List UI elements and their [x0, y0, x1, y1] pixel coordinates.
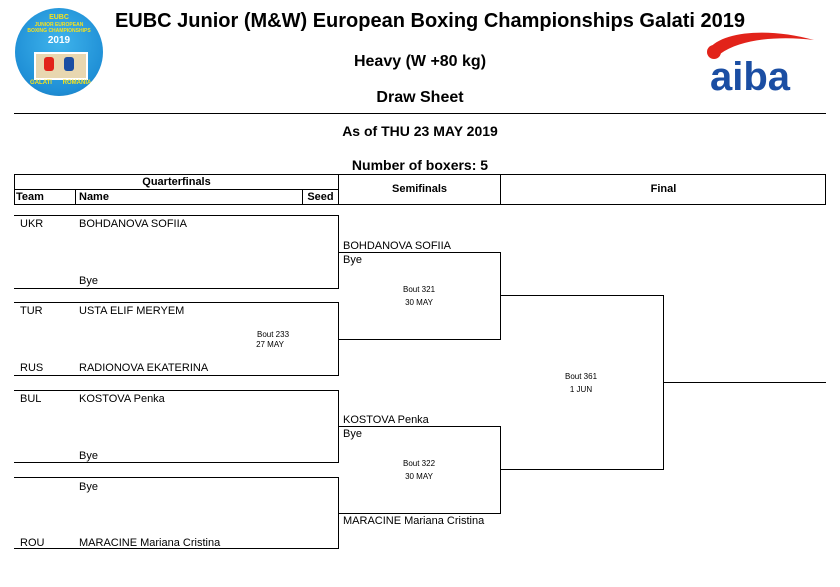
boxer-blue-icon	[64, 57, 74, 71]
qf-line-3	[14, 302, 339, 303]
qf-line-5	[14, 390, 339, 391]
page-title: EUBC Junior (M&W) European Boxing Champi…	[114, 10, 746, 32]
qf-name-3: USTA ELIF MERYEM	[79, 305, 185, 317]
qf-name-4: RADIONOVA EKATERINA	[79, 362, 209, 374]
aiba-text: aiba	[710, 55, 791, 98]
sf-name-1: BOHDANOVA SOFIIA	[343, 240, 451, 252]
qf-name-6: Bye	[79, 450, 98, 462]
quarterfinals-header: Quarterfinals	[142, 176, 211, 188]
table-top-border	[14, 174, 826, 175]
qf-team-5: BUL	[20, 393, 42, 405]
qf-team-1: UKR	[20, 218, 44, 230]
qf-line-4	[14, 375, 339, 376]
qf-bout-number: Bout 233	[256, 330, 290, 339]
qf-name-5: KOSTOVA Penka	[79, 393, 165, 405]
sheet-title: Draw Sheet	[376, 89, 464, 106]
qf-name-7: Bye	[79, 481, 98, 493]
aiba-dot-icon	[707, 45, 721, 59]
sf-name-4: Bye	[343, 428, 362, 440]
qf-subheader-divider	[14, 189, 339, 190]
sf-bout-2-number: Bout 322	[402, 459, 436, 468]
qf-line-7	[14, 477, 339, 478]
logo-line1: EUBC	[49, 14, 69, 21]
boxer-red-icon	[44, 57, 54, 71]
final-line-2	[500, 469, 664, 470]
final-header: Final	[650, 183, 677, 195]
sf-col-divider	[500, 174, 501, 205]
logo-city: GALATI	[30, 80, 52, 86]
logo-country: ROMANIA	[62, 80, 92, 86]
winner-line	[663, 382, 826, 383]
sf-connector-2	[500, 426, 501, 514]
sf-line-4	[338, 513, 501, 514]
qf-team-3: TUR	[20, 305, 43, 317]
sf-bout-1-number: Bout 321	[402, 285, 436, 294]
qf-line-6	[14, 462, 339, 463]
sf-name-3: KOSTOVA Penka	[343, 414, 429, 426]
logo-line2: JUNIOR EUROPEAN	[34, 22, 84, 28]
qf-name-8: MARACINE Mariana Cristina	[79, 537, 221, 549]
final-bout-number: Bout 361	[564, 372, 598, 381]
sf-bout-2-date: 30 MAY	[405, 472, 433, 481]
name-header: Name	[79, 191, 109, 203]
sf-bout-1-date: 30 MAY	[405, 298, 433, 307]
team-header: Team	[16, 191, 44, 203]
final-bout-date: 1 JUN	[569, 385, 593, 394]
sf-connector-1	[500, 252, 501, 340]
table-bottom-border	[14, 204, 826, 205]
table-right-border	[825, 174, 826, 205]
logo-line3: BOXING CHAMPIONSHIPS	[27, 28, 91, 34]
sf-line-2	[338, 339, 501, 340]
semifinals-header: Semifinals	[391, 183, 448, 195]
qf-team-4: RUS	[20, 362, 44, 374]
qf-line-1	[14, 215, 339, 216]
name-col-divider	[302, 189, 303, 205]
boxing-ring-icon	[34, 52, 88, 80]
sf-line-1	[338, 252, 501, 253]
final-line-1	[500, 295, 664, 296]
qf-name-2: Bye	[79, 275, 98, 287]
seed-header: Seed	[307, 191, 334, 203]
logo-year: 2019	[47, 35, 71, 46]
sf-name-5: MARACINE Mariana Cristina	[343, 515, 485, 527]
qf-bout-date: 27 MAY	[256, 340, 284, 349]
aiba-swoosh-icon	[708, 32, 814, 54]
qf-line-8	[14, 548, 339, 549]
qf-line-2	[14, 288, 339, 289]
event-logo: EUBC JUNIOR EUROPEAN BOXING CHAMPIONSHIP…	[15, 8, 103, 96]
as-of-date: As of THU 23 MAY 2019	[342, 123, 498, 139]
boxers-count: Number of boxers: 5	[351, 157, 489, 173]
sf-name-2: Bye	[343, 254, 362, 266]
aiba-logo: aiba	[707, 32, 814, 98]
qf-name-1: BOHDANOVA SOFIIA	[79, 218, 187, 230]
team-col-divider	[75, 189, 76, 205]
sf-line-3	[338, 426, 501, 427]
weight-category: Heavy (W +80 kg)	[353, 53, 487, 70]
qf-team-8: ROU	[20, 537, 45, 549]
header-divider	[14, 113, 826, 114]
